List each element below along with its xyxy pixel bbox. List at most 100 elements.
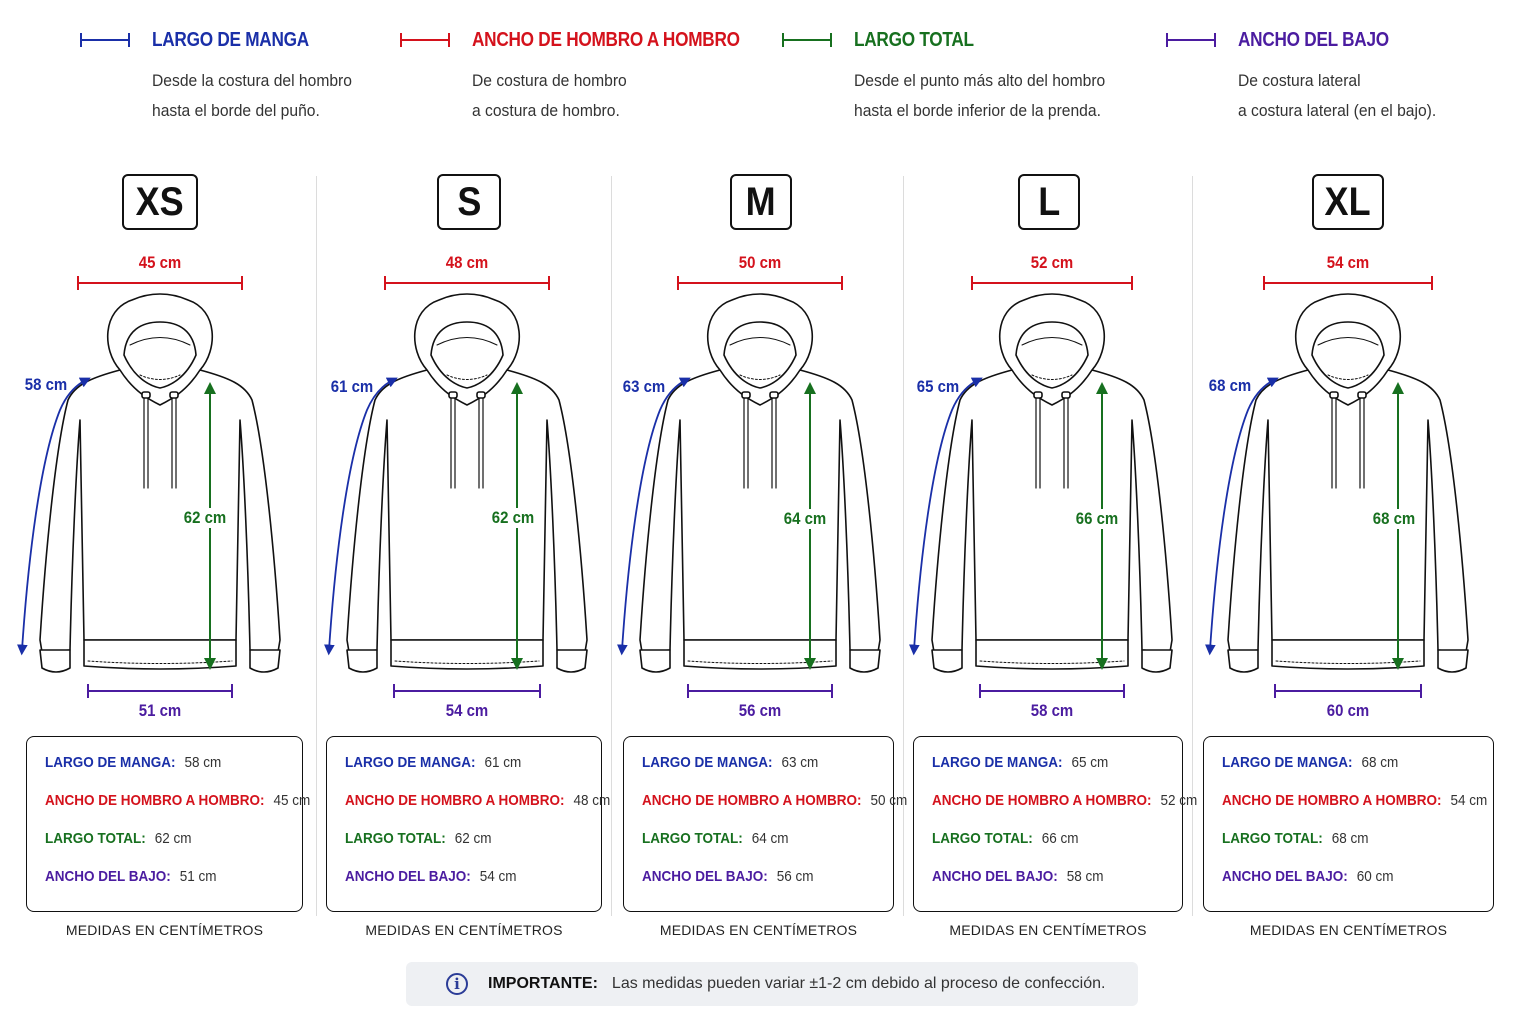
measurement-row-length: LARGO TOTAL:64 cm [642, 830, 789, 847]
hood-stitch [739, 374, 781, 380]
legend-title: ANCHO DE HOMBRO A HOMBRO [472, 28, 740, 51]
measurement-value: 58 cm [1066, 868, 1104, 885]
waistband-stitch [979, 660, 1125, 664]
size-badge-xl: XL [1312, 174, 1384, 230]
sleeve-length-arrow [323, 377, 398, 656]
left-drawstring [1035, 394, 1041, 489]
shoulder-width-bracket [77, 276, 243, 290]
sleeve-length-value: 58 cm [24, 375, 68, 394]
important-message: Las medidas pueden variar ±1-2 cm debido… [611, 975, 1106, 992]
shoulder-width-value: 50 cm [738, 253, 782, 272]
left-cuff [931, 649, 963, 673]
left-cuff [39, 649, 71, 673]
right-eyelet [769, 391, 779, 399]
measurement-key: ANCHO DE HOMBRO A HOMBRO: [45, 792, 265, 809]
measurement-value: 56 cm [776, 868, 814, 885]
legend-desc-line: hasta el borde del puño. [152, 101, 320, 120]
measurement-row-sleeve: LARGO DE MANGA: 68 cm [1222, 754, 1398, 771]
hood-opening [1311, 321, 1385, 389]
measurement-row-hem: ANCHO DEL BAJO: 58 cm [932, 868, 1104, 885]
hoodie-waistband [390, 639, 544, 670]
left-drawstring [1331, 394, 1337, 489]
right-cuff [556, 649, 588, 673]
measurement-row-hem: ANCHO DEL BAJO:56 cm [642, 868, 814, 885]
units-note: MEDIDAS EN CENTÍMETROS [365, 922, 563, 938]
right-cuff [849, 649, 881, 673]
left-cuff [639, 649, 671, 673]
measurement-value: 48 cm [573, 792, 611, 809]
right-drawstring [1063, 394, 1069, 489]
measurement-key: ANCHO DE HOMBRO A HOMBRO: [932, 792, 1152, 809]
hem-width-value: 56 cm [738, 701, 782, 720]
hem-width-bracket [1274, 684, 1422, 698]
sleeve-length-arrow [908, 377, 983, 656]
measurement-row-length: LARGO TOTAL: 66 cm [932, 830, 1079, 847]
hem-width-bracket [687, 684, 833, 698]
measurement-key: LARGO DE MANGA: [1222, 754, 1353, 771]
right-eyelet [169, 391, 179, 399]
left-eyelet [1329, 391, 1339, 399]
right-drawstring [478, 394, 484, 489]
hoodie-outline [639, 293, 881, 673]
measurement-key: LARGO TOTAL: [932, 830, 1033, 847]
right-eyelet [1357, 391, 1367, 399]
shoulder-width-value: 54 cm [1326, 253, 1370, 272]
measurement-row-hem: ANCHO DEL BAJO:51 cm [45, 868, 217, 885]
left-drawstring [743, 394, 749, 489]
shoulder-width-bracket [971, 276, 1133, 290]
units-note: MEDIDAS EN CENTÍMETROS [659, 922, 858, 938]
units-note: MEDIDAS EN CENTÍMETROS [1249, 922, 1448, 938]
legend-line-hem [1166, 33, 1216, 47]
measurement-key: LARGO TOTAL: [1222, 830, 1323, 847]
hood-fold [1021, 337, 1083, 346]
units-note: MEDIDAS EN CENTÍMETROS [65, 922, 264, 938]
waistband-stitch [87, 660, 233, 664]
hood-opening [123, 321, 197, 389]
legend-desc-line: Desde el punto más alto del hombro [854, 71, 1106, 90]
left-drawstring [143, 394, 149, 489]
legend-title: LARGO TOTAL [854, 28, 974, 51]
measurement-key: ANCHO DEL BAJO: [932, 868, 1058, 885]
hoodie-waistband [975, 639, 1129, 670]
right-drawstring [771, 394, 777, 489]
size-label: XL [1324, 179, 1372, 224]
left-eyelet [448, 391, 458, 399]
measurement-row-hem: ANCHO DEL BAJO:60 cm [1222, 868, 1394, 885]
measurement-value: 62 cm [454, 830, 492, 847]
left-eyelet [741, 391, 751, 399]
measurement-value: 63 cm [781, 754, 819, 771]
measurement-row-length: LARGO TOTAL:62 cm [345, 830, 492, 847]
measurement-row-shoulder: ANCHO DE HOMBRO A HOMBRO: 48 cm [345, 792, 610, 809]
column-divider [611, 176, 612, 916]
left-eyelet [141, 391, 151, 399]
measurement-value: 66 cm [1041, 830, 1079, 847]
hem-width-bracket [87, 684, 233, 698]
size-badge-xs: XS [122, 174, 198, 230]
hoodie-waistband [83, 639, 237, 670]
measurement-value: 68 cm [1361, 754, 1399, 771]
measurement-value: 60 cm [1356, 868, 1394, 885]
hoodie-outline [1227, 293, 1469, 673]
measurement-row-shoulder: ANCHO DE HOMBRO A HOMBRO:54 cm [1222, 792, 1487, 809]
size-badge-l: L [1018, 174, 1080, 230]
total-length-value: 66 cm [1070, 509, 1124, 529]
measurement-row-sleeve: LARGO DE MANGA:65 cm [932, 754, 1108, 771]
measurement-key: LARGO DE MANGA: [345, 754, 476, 771]
size-label: L [1038, 179, 1060, 224]
sleeve-length-arrow [616, 377, 691, 656]
sleeve-length-arrow [1204, 377, 1279, 656]
hoodie-body [639, 369, 881, 653]
legend-line-length [782, 33, 832, 47]
legend-title: ANCHO DEL BAJO [1238, 28, 1389, 51]
right-cuff [1141, 649, 1173, 673]
info-icon: i [446, 973, 468, 995]
hem-width-value: 54 cm [445, 701, 489, 720]
hood-fold [129, 337, 191, 346]
measurement-key: LARGO DE MANGA: [932, 754, 1063, 771]
hoodie-outline [931, 293, 1173, 673]
measurement-key: ANCHO DE HOMBRO A HOMBRO: [345, 792, 565, 809]
